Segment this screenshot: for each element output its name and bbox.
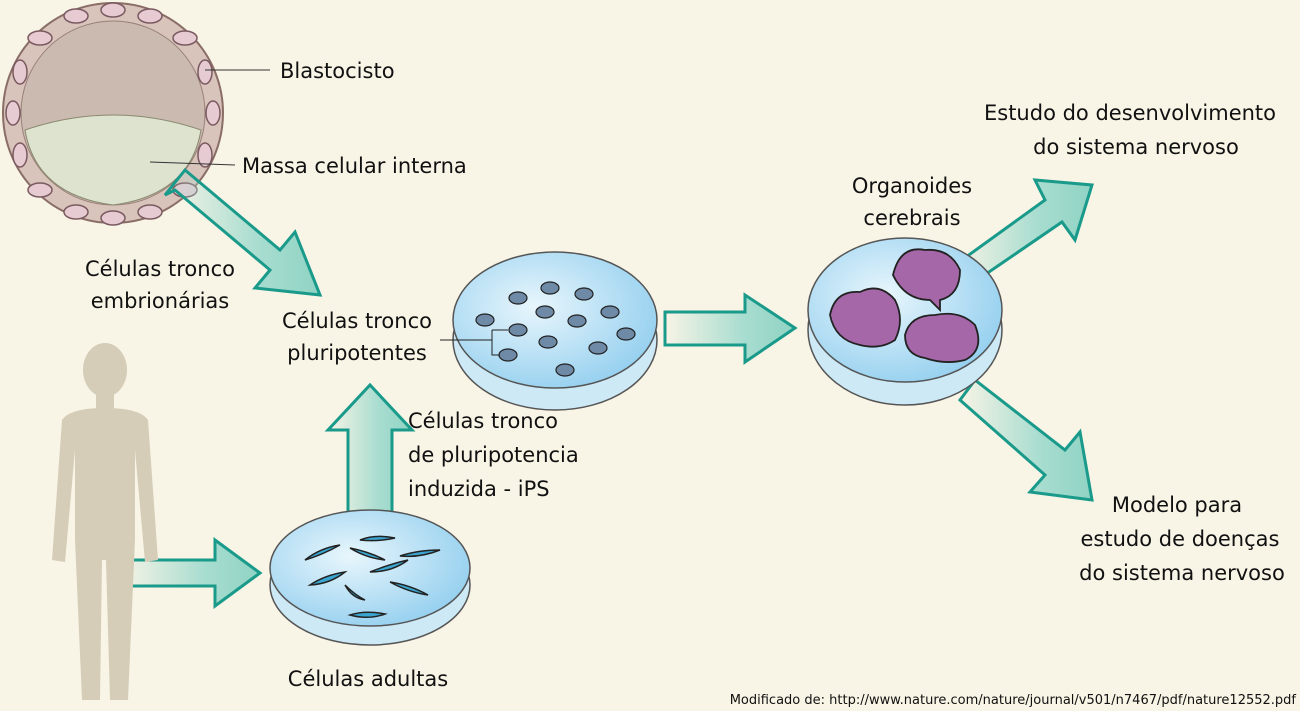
label-ips-line1: Células tronco [408, 409, 558, 433]
label-embryonic-line1: Células tronco [85, 257, 235, 281]
label-ips-line2: de pluripotencia [408, 443, 579, 467]
arrow-ips-up [324, 382, 416, 532]
pluripotent-leader-line [440, 329, 508, 356]
inner-mass-leader-line [149, 161, 236, 166]
arrow-to-disease [957, 377, 1094, 502]
label-development-line2: do sistema nervoso [1033, 135, 1239, 159]
organoid-shapes [829, 248, 980, 363]
label-pluripotent-line2: pluripotentes [287, 341, 427, 365]
label-adult-cells: Células adultas [288, 667, 448, 691]
human-silhouette [52, 343, 158, 700]
arrow-to-organoids [663, 292, 798, 365]
label-organoids-line1: Organoides [852, 174, 972, 198]
pluripotent-cells-dish [452, 251, 658, 411]
label-development-line1: Estudo do desenvolvimento [984, 101, 1276, 125]
adult-cells-dish [269, 509, 471, 646]
label-organoids-line2: cerebrais [863, 206, 960, 230]
label-embryonic-line2: embrionárias [91, 289, 229, 313]
organoids-dish [807, 237, 1003, 406]
label-disease-line2: estudo de doenças [1081, 527, 1280, 551]
arrow-embryonic-to-pluripotent [163, 167, 323, 297]
label-blastocyst: Blastocisto [280, 59, 395, 83]
label-disease-line3: do sistema nervoso [1079, 561, 1285, 585]
label-disease-line1: Modelo para [1112, 493, 1242, 517]
source-footer: Modificado de: http://www.nature.com/nat… [730, 693, 1297, 708]
blastocyst-illustration [2, 2, 224, 226]
label-inner-cell-mass: Massa celular interna [242, 154, 467, 178]
label-ips-line3: induzida - iPS [408, 477, 550, 501]
arrow-adult-to-dish [118, 537, 263, 609]
label-pluripotent-line1: Células tronco [282, 309, 432, 333]
